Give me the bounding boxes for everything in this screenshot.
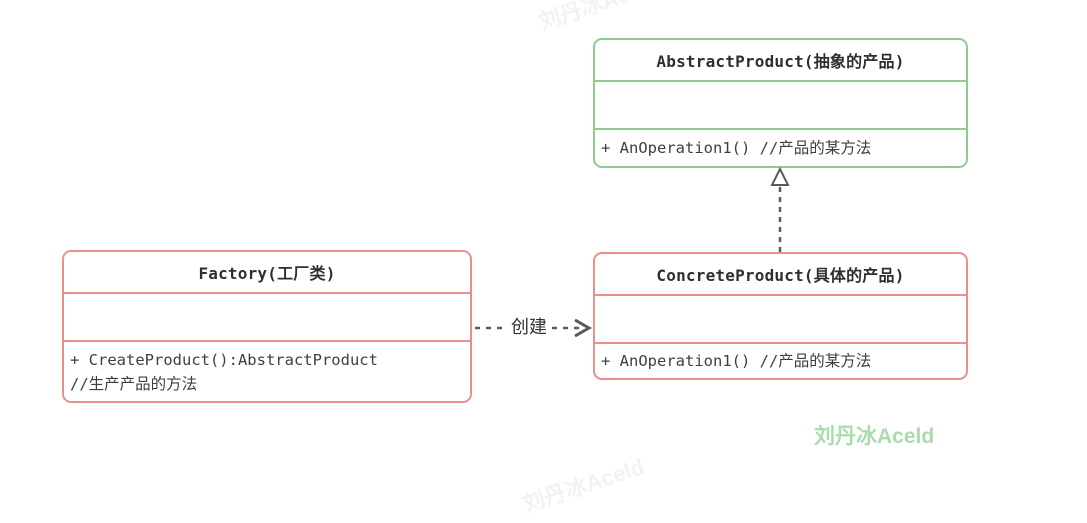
create-arrow-label: 创建 (508, 316, 550, 338)
method-line: + AnOperation1() //产品的某方法 (601, 352, 872, 370)
author-watermark: 刘丹冰Aceld (814, 425, 935, 448)
class-factory-fields (64, 294, 470, 342)
class-abstract-product-methods: + AnOperation1() //产品的某方法 (595, 130, 966, 166)
method-line: + AnOperation1() //产品的某方法 (601, 139, 872, 157)
realization-arrow (770, 166, 790, 252)
class-concrete-product: ConcreteProduct(具体的产品) + AnOperation1() … (593, 252, 968, 380)
class-factory-methods: + CreateProduct():AbstractProduct //生产产品… (64, 342, 470, 401)
class-concrete-product-fields (595, 296, 966, 344)
method-line: //生产产品的方法 (70, 374, 198, 393)
class-concrete-product-title: ConcreteProduct(具体的产品) (595, 254, 966, 296)
class-abstract-product-title: AbstractProduct(抽象的产品) (595, 40, 966, 82)
class-concrete-product-methods: + AnOperation1() //产品的某方法 (595, 344, 966, 378)
faint-watermark-bottom: 刘丹冰Aceld (519, 454, 648, 517)
hollow-triangle-arrowhead-icon (770, 166, 790, 186)
class-abstract-product: AbstractProduct(抽象的产品) + AnOperation1() … (593, 38, 968, 168)
class-factory-title: Factory(工厂类) (64, 252, 470, 294)
class-factory: Factory(工厂类) + CreateProduct():AbstractP… (62, 250, 472, 403)
faint-watermark-top: 刘丹冰Aceld (535, 0, 664, 35)
class-abstract-product-fields (595, 82, 966, 130)
open-chevron-arrowhead-icon (574, 318, 593, 338)
method-line: + CreateProduct():AbstractProduct (70, 350, 378, 369)
